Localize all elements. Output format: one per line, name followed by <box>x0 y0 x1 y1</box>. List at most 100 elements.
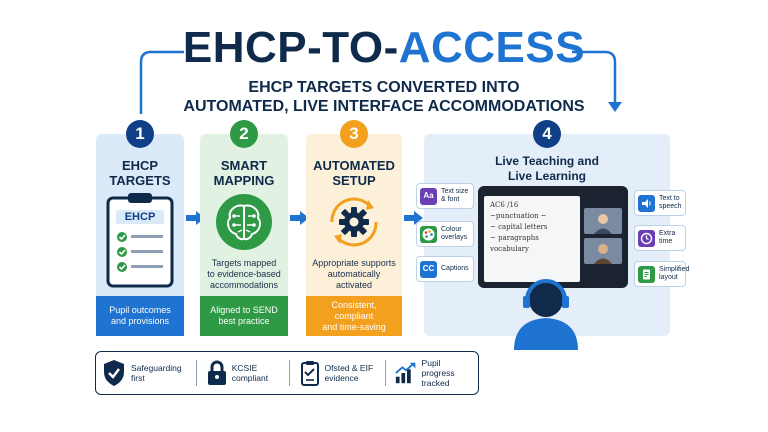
step-3-description-line-1: Appropriate supports <box>312 258 396 268</box>
simplified-layout-label-1: Simplified <box>659 266 690 273</box>
ofsted-label-2: evidence <box>324 373 359 383</box>
student-headphones-figure <box>514 279 578 350</box>
simplified-layout-label-2: layout <box>659 274 678 281</box>
safeguarding-label-2: first <box>131 373 145 383</box>
divider <box>195 360 197 386</box>
divider <box>385 360 387 386</box>
step-card-smart-mapping: 2 SMART MAPPING Targets mapped to eviden… <box>200 120 288 336</box>
subtitle-line-2: AUTOMATED, LIVE INTERFACE ACCOMMODATIONS <box>183 98 585 115</box>
shield-check-icon <box>104 360 124 386</box>
kcsie-label-2: compliant <box>231 373 269 383</box>
whiteboard-line-2: ~punctuation ~ <box>490 212 547 220</box>
step-3-description-line-2: automatically <box>327 269 381 279</box>
subtitle-line-1: EHCP TARGETS CONVERTED INTO <box>248 79 520 96</box>
ehcp-badge: EHCP <box>124 211 156 223</box>
step-card-automated-setup: 3 AUTOMATED SETUP Appropriate supports a… <box>306 120 402 336</box>
step-1-heading-line-1: EHCP <box>121 158 159 173</box>
step-2-heading-line-1: SMART <box>220 158 268 173</box>
step-3-description: Appropriate supports automatically activ… <box>306 258 402 291</box>
whiteboard-line-4: ~ paragraphs <box>490 234 539 242</box>
step-2-footer-line-1: Aligned to SEND <box>210 305 278 315</box>
step-4-heading: Live Teaching and Live Learning <box>424 154 670 184</box>
text-size-icon: Aa <box>420 187 437 205</box>
participant-video-1 <box>584 208 622 234</box>
document-icon <box>638 265 655 283</box>
step-3-description-line-3: activated <box>335 280 373 290</box>
step-2-heading-line-2: MAPPING <box>213 173 275 188</box>
gear-cycle-icon <box>330 197 378 247</box>
step-2-description-line-3: accommodations <box>209 280 279 290</box>
live-lesson-screen: AC6 /16 ~punctuation ~ ~ capital letters… <box>478 186 628 288</box>
step-2-description: Targets mapped to evidence-based accommo… <box>200 258 288 291</box>
step-2-heading: SMART MAPPING <box>200 158 288 188</box>
subtitle: EHCP TARGETS CONVERTED INTO AUTOMATED, L… <box>0 78 768 116</box>
step-number-4: 4 <box>533 120 561 148</box>
step-2-description-line-1: Targets mapped <box>211 258 277 268</box>
clipboard-check-icon <box>300 361 319 386</box>
participant-video-2 <box>584 238 622 264</box>
clock-icon <box>638 229 655 247</box>
divider <box>288 360 290 386</box>
step-number-2: 2 <box>230 120 258 148</box>
step-3-heading-line-1: AUTOMATED <box>313 158 395 173</box>
palette-icon <box>420 225 437 243</box>
step-number-3: 3 <box>340 120 368 148</box>
title-part-2: ACCESS <box>398 23 586 72</box>
accommodation-text-size: Aa Text size& font <box>416 183 474 209</box>
text-to-speech-label-1: Text to <box>659 195 680 202</box>
padlock-icon <box>207 360 226 385</box>
whiteboard-line-5: vocabulary <box>490 245 529 253</box>
captions-icon: CC <box>420 260 437 278</box>
step-3-heading-line-2: SETUP <box>332 173 376 188</box>
step-3-footer-line-1: Consistent, compliant <box>331 299 377 321</box>
step-1-heading: EHCP TARGETS <box>96 158 184 188</box>
accommodation-captions: CC Captions <box>416 256 474 282</box>
progress-label-2: tracked <box>421 378 450 388</box>
whiteboard-line-1: AC6 /16 <box>490 201 519 209</box>
ofsted-label-1: Ofsted & EIF <box>324 363 374 373</box>
whiteboard-line-3: ~ capital letters <box>490 223 548 231</box>
step-4-heading-line-2: Live Learning <box>507 169 587 183</box>
colour-overlays-label-1: Colour <box>441 226 462 233</box>
step-4-heading-line-1: Live Teaching and <box>495 154 599 168</box>
brain-circuit-icon <box>216 194 272 250</box>
safeguarding-label-1: Safeguarding <box>131 363 182 373</box>
step-2-footer-line-2: best practice <box>218 316 270 326</box>
step-1-heading-line-2: TARGETS <box>109 173 171 188</box>
whiteboard: AC6 /16 ~punctuation ~ ~ capital letters… <box>484 196 580 282</box>
captions-label: Captions <box>441 265 469 272</box>
progress-label-1: Pupil progress <box>421 358 455 378</box>
speaker-icon <box>638 194 655 212</box>
text-size-label-2: & font <box>441 196 460 203</box>
step-2-description-line-2: to evidence-based <box>207 269 281 279</box>
extra-time-label-1: Extra <box>659 230 676 237</box>
extra-time-label-2: time <box>659 238 673 245</box>
colour-overlays-label-2: overlays <box>441 234 468 241</box>
main-title: EHCP-TO-ACCESS <box>0 26 768 70</box>
step-1-footer-line-1: Pupil outcomes <box>109 305 171 315</box>
step-1-footer-line-2: and provisions <box>110 316 170 326</box>
clipboard-checklist-icon <box>106 193 174 288</box>
step-number-1: 1 <box>126 120 154 148</box>
text-to-speech-label-2: speech <box>659 203 682 210</box>
text-size-label-1: Text size <box>441 188 469 195</box>
kcsie-label-1: KCSIE <box>231 363 258 373</box>
step-3-footer-line-2: and time-saving <box>322 321 386 332</box>
rising-chart-icon <box>395 362 416 384</box>
title-part-1: EHCP-TO- <box>182 23 399 72</box>
step-3-heading: AUTOMATED SETUP <box>306 158 402 188</box>
